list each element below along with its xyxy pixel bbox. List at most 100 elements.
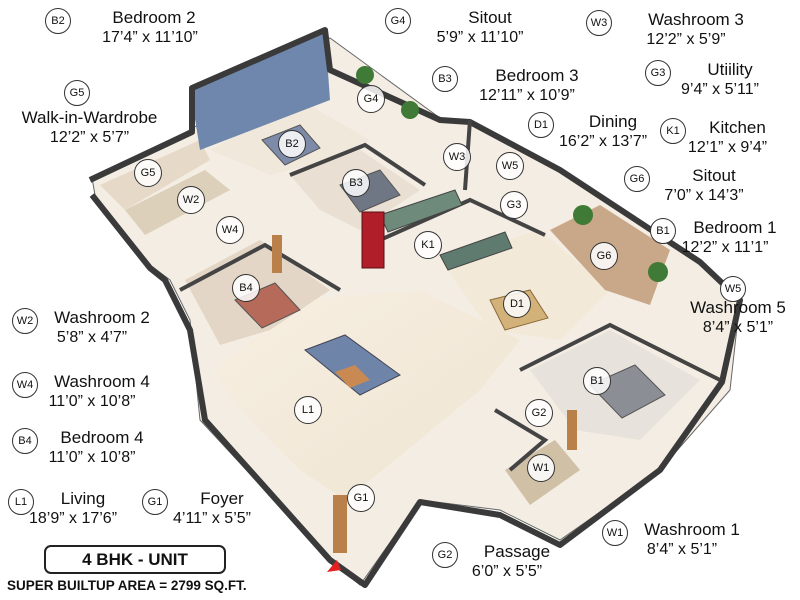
plant-1 [356,66,374,84]
legend-b1-badge: B1 [650,218,676,244]
legend-w2: W2 Washroom 2 5’8” x 4’7” [12,308,172,348]
legend-g4-dims: 5’9” x 11’10” [436,29,524,46]
legend-b1-dims: 12’2” x 11’1” [681,239,769,256]
marker-w5: W5 [496,152,524,180]
legend-w5-badge: W5 [720,276,746,302]
door-main [333,495,347,553]
legend-g3-name: Utiility [707,60,753,79]
legend-g5-dims: 12’2” x 5’7” [49,129,130,146]
plant-4 [648,262,668,282]
legend-g4: G4 Sitout 5’9” x 11’10” [385,8,575,48]
legend-w1-badge: W1 [602,520,628,546]
legend-g2-dims: 6’0” x 5’5” [471,563,543,580]
marker-w1: W1 [527,454,555,482]
legend-w4-badge: W4 [12,372,38,398]
legend-b4: B4 Bedroom 4 11’0” x 10’8” [12,428,172,468]
sofa-living [304,334,401,396]
legend-b1: B1 Bedroom 1 12’2” x 11’1” [650,218,800,258]
legend-g6-name: Sitout [692,166,736,185]
marker-g3: G3 [500,191,528,219]
legend-g2-name: Passage [483,542,551,561]
inner-wall-6 [493,408,549,472]
legend-d1-name: Dining [588,112,638,131]
legend-d1: D1 Dining 16’2” x 13’7” [528,112,678,152]
inner-wall-4 [379,197,546,242]
marker-g1: G1 [347,484,375,512]
legend-w5: W5 Washroom 5 8’4” x 5’1” [676,276,800,338]
legend-g2-badge: G2 [432,542,458,568]
legend-k1-name: Kitchen [709,118,766,137]
marker-k1: K1 [414,231,442,259]
legend-w3: W3 Washroom 3 12’2” x 5’9” [586,10,786,50]
legend-w5-name: Washroom 5 [690,298,786,317]
legend-b2-name: Bedroom 2 [112,8,196,27]
legend-w1: W1 Washroom 1 8’4” x 5’1” [602,520,762,560]
legend-b4-dims: 11’0” x 10’8” [48,449,136,466]
legend-k1: K1 Kitchen 12’1” x 9’4” [660,118,795,158]
legend-b3-dims: 12’11” x 10’9” [479,87,575,104]
legend-b1-name: Bedroom 1 [693,218,777,237]
marker-w2: W2 [177,186,205,214]
legend-g2: G2 Passage 6’0” x 5’5” [432,542,582,582]
legend-g5: G5 Walk-in-Wardrobe 12’2” x 5’7” [2,80,177,148]
plant-2 [401,101,419,119]
unit-type-label: 4 BHK - UNIT [44,545,226,574]
legend-w3-name: Washroom 3 [648,10,744,29]
bedroom2-feature-wall [190,30,330,150]
legend-b3-badge: B3 [432,66,458,92]
legend-w3-badge: W3 [586,10,612,36]
marker-w3: W3 [443,143,471,171]
legend-g4-badge: G4 [385,8,411,34]
legend-d1-badge: D1 [528,112,554,138]
legend-g6-dims: 7’0” x 14’3” [664,187,744,204]
outer-walls [88,27,743,588]
legend-w1-dims: 8’4” x 5’1” [646,541,718,558]
marker-g6: G6 [590,242,618,270]
marker-g5: G5 [134,159,162,187]
kitchen-counter [379,189,463,233]
legend-b2-badge: B2 [45,8,71,34]
inner-wall-2 [289,142,427,187]
legend-g1-badge: G1 [142,489,168,515]
legend-b4-badge: B4 [12,428,38,454]
kitchen-island [439,231,513,271]
legend-g6: G6 Sitout 7’0” x 14’3” [624,166,784,206]
marker-b3: B3 [342,169,370,197]
legend-k1-badge: K1 [660,118,686,144]
legend-l1: L1 Living 18’9” x 17’6” [8,489,138,529]
marker-b4: B4 [232,274,260,302]
legend-w2-name: Washroom 2 [54,308,150,327]
legend-g4-name: Sitout [468,8,512,27]
legend-l1-badge: L1 [8,489,34,515]
door-b4 [272,235,282,273]
legend-g5-name: Walk-in-Wardrobe [21,108,158,127]
legend-l1-dims: 18’9” x 17’6” [28,510,118,527]
entry-arrow [327,560,341,572]
legend-g1: G1 Foyer 4’11” x 5’5” [142,489,282,529]
legend-b2-dims: 17’4” x 11’10” [102,29,198,46]
legend-d1-dims: 16’2” x 13’7” [558,133,648,150]
door-b1 [567,410,577,450]
super-builtup-area: SUPER BUILTUP AREA = 2799 SQ.FT. [7,578,247,593]
plant-3 [573,205,593,225]
coffee-table [335,365,370,388]
marker-d1: D1 [503,290,531,318]
living-floor [215,290,520,500]
legend-w4-dims: 11’0” x 10’8” [48,393,136,410]
legend-g3: G3 Utiility 9’4” x 5’11” [645,60,795,100]
marker-l1: L1 [294,396,322,424]
legend-w2-dims: 5’8” x 4’7” [56,329,128,346]
legend-g3-dims: 9’4” x 5’11” [681,81,759,98]
marker-g2: G2 [525,399,553,427]
marker-b2: B2 [278,130,306,158]
legend-b3: B3 Bedroom 3 12’11” x 10’9” [432,66,622,106]
legend-g6-badge: G6 [624,166,650,192]
inner-wall-1 [179,242,342,292]
legend-g3-badge: G3 [645,60,671,86]
legend-k1-dims: 12’1” x 9’4” [687,139,768,156]
legend-b3-name: Bedroom 3 [495,66,579,85]
legend-w4: W4 Washroom 4 11’0” x 10’8” [12,372,172,412]
legend-g5-badge: G5 [64,80,90,106]
legend-w4-name: Washroom 4 [54,372,150,391]
marker-g4: G4 [357,85,385,113]
